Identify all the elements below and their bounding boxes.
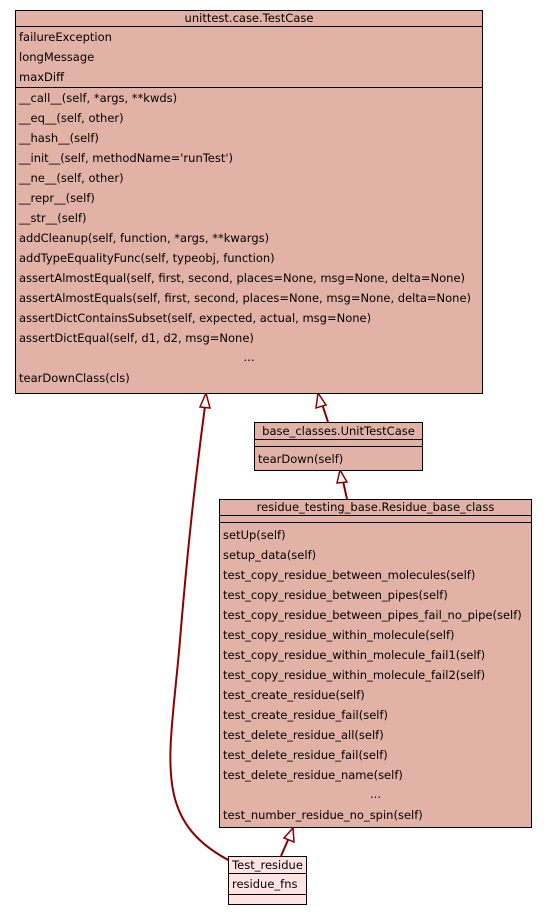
method: test_copy_residue_within_molecule_fail1(… — [223, 648, 486, 662]
edge-residuebase-to-unittestcase — [342, 480, 348, 500]
method: addTypeEqualityFunc(self, typeobj, funct… — [19, 251, 275, 265]
methods-section: __call__(self, *args, **kwds) __eq__(sel… — [16, 88, 482, 388]
method: assertDictEqual(self, d1, d2, msg=None) — [19, 331, 254, 345]
method: test_number_residue_no_spin(self) — [223, 808, 423, 822]
method: __ne__(self, other) — [19, 171, 124, 185]
class-title: base_classes.UnitTestCase — [255, 423, 422, 440]
class-residue-base[interactable]: residue_testing_base.Residue_base_class … — [219, 499, 532, 828]
method: __str__(self) — [19, 211, 87, 225]
methods-section: tearDown(self) — [255, 447, 422, 468]
method: tearDown(self) — [258, 452, 344, 466]
methods-section — [229, 895, 306, 901]
method: test_copy_residue_between_pipes_fail_no_… — [223, 608, 522, 622]
method: test_delete_residue_all(self) — [223, 728, 384, 742]
method: __repr__(self) — [19, 191, 95, 205]
method: assertDictContainsSubset(self, expected,… — [19, 311, 372, 325]
class-test-residue[interactable]: Test_residue residue_fns — [228, 856, 307, 905]
method: test_create_residue(self) — [223, 688, 365, 702]
class-title: residue_testing_base.Residue_base_class — [220, 500, 531, 516]
method: __eq__(self, other) — [19, 111, 124, 125]
methods-section: setUp(self) setup_data(self) test_copy_r… — [220, 523, 531, 825]
attribute: failureException — [19, 30, 112, 44]
method: test_delete_residue_fail(self) — [223, 748, 388, 762]
attributes-section — [255, 440, 422, 447]
edge-unittestcase-to-testcase — [321, 403, 329, 423]
method: __init__(self, methodName='runTest') — [19, 151, 234, 165]
method: assertAlmostEquals(self, first, second, … — [19, 291, 472, 305]
edge-arrowhead-testcase-left — [198, 390, 212, 409]
ellipsis: ... — [370, 787, 381, 801]
method: setUp(self) — [223, 528, 286, 542]
attributes-section: residue_fns — [229, 874, 306, 895]
class-title: unittest.case.TestCase — [16, 11, 482, 27]
method: setup_data(self) — [223, 548, 317, 562]
edge-testresidue-to-testcase — [169, 405, 233, 863]
method: test_copy_residue_between_pipes(self) — [223, 588, 448, 602]
method: addCleanup(self, function, *args, **kwar… — [19, 231, 270, 245]
attributes-section: failureException longMessage maxDiff — [16, 27, 482, 88]
attribute: longMessage — [19, 50, 95, 64]
method: __hash__(self) — [19, 131, 99, 145]
edge-testresidue-to-residuebase — [280, 839, 289, 857]
method: test_copy_residue_within_molecule(self) — [223, 628, 455, 642]
method: test_delete_residue_name(self) — [223, 768, 403, 782]
attribute: residue_fns — [232, 877, 298, 891]
ellipsis: ... — [243, 350, 255, 364]
class-unittestcase[interactable]: base_classes.UnitTestCase tearDown(self) — [254, 422, 423, 471]
edge-arrowhead-testcase-right — [315, 390, 328, 410]
edge-arrowhead-residuebase — [282, 826, 295, 844]
method: test_copy_residue_within_molecule_fail2(… — [223, 668, 486, 682]
method: tearDownClass(cls) — [19, 371, 130, 385]
method: test_copy_residue_between_molecules(self… — [223, 568, 476, 582]
method: test_create_residue_fail(self) — [223, 708, 389, 722]
edge-arrowhead-unittestcase — [336, 467, 349, 484]
class-testcase[interactable]: unittest.case.TestCase failureException … — [15, 10, 483, 394]
method: assertAlmostEqual(self, first, second, p… — [19, 271, 466, 285]
class-title: Test_residue — [229, 857, 306, 874]
attribute: maxDiff — [19, 70, 65, 84]
attributes-section — [220, 516, 531, 523]
method: __call__(self, *args, **kwds) — [19, 91, 178, 105]
